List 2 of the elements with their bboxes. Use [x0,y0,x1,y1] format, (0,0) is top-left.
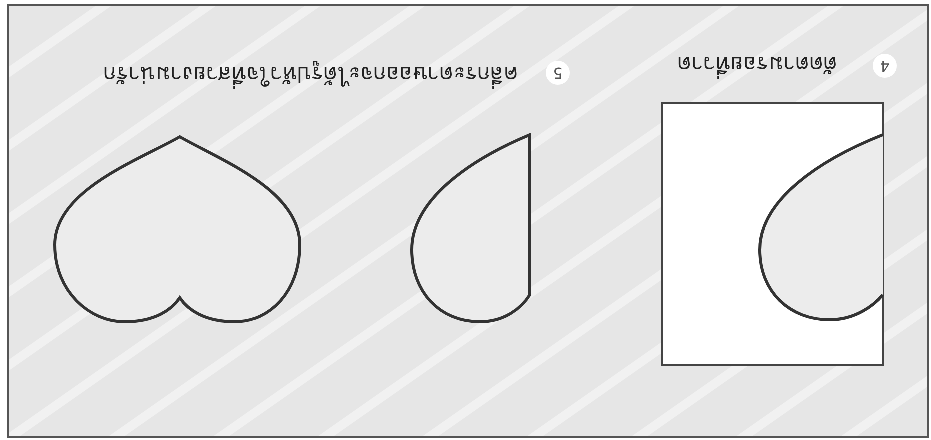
instruction-text: คลี่กระดาษออกจะได้รูปหัวใจที่สวยงามน่ารัก [88,56,534,94]
instruction-text: ตัดตามรอยที่วาด [655,48,860,82]
